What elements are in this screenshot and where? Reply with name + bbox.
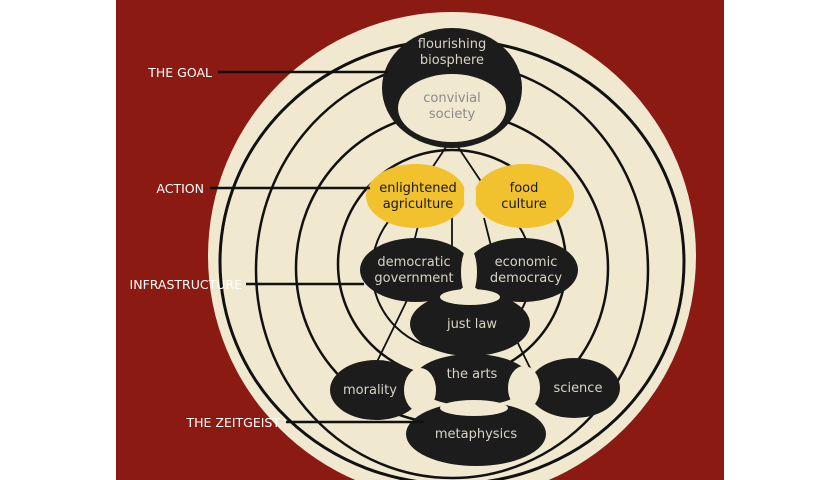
action-overlap xyxy=(464,170,476,222)
label-food-line1: food xyxy=(510,181,539,196)
zeitgeist-gap-bottom xyxy=(440,400,508,416)
label-flourishing-line2: biosphere xyxy=(420,53,484,68)
node-food-culture xyxy=(474,164,574,228)
just-law-overlap xyxy=(440,289,500,305)
label-just-law: just law xyxy=(446,317,497,332)
label-flourishing-line1: flourishing xyxy=(418,37,486,52)
label-food-line2: culture xyxy=(501,197,546,212)
label-morality: morality xyxy=(343,383,397,398)
label-agriculture-line1: enlightened xyxy=(379,181,457,196)
label-economic-line1: economic xyxy=(495,255,558,270)
level-label-zeitgeist: THE ZEITGEIST xyxy=(185,415,280,430)
label-democratic-line1: democratic xyxy=(377,255,450,270)
node-the-arts xyxy=(414,354,530,406)
node-just-law xyxy=(410,292,530,356)
label-convivial-line1: convivial xyxy=(423,91,481,106)
label-metaphysics: metaphysics xyxy=(435,427,517,442)
node-metaphysics xyxy=(406,402,546,466)
node-economic-democracy xyxy=(466,238,578,302)
label-science: science xyxy=(554,381,603,396)
level-label-goal: THE GOAL xyxy=(147,65,212,80)
level-label-infrastructure: INFRASTRUCTURE xyxy=(130,277,243,292)
label-the-arts: the arts xyxy=(447,367,498,382)
infra-overlap xyxy=(461,248,477,296)
zeitgeist-gap-right xyxy=(508,366,540,410)
node-science xyxy=(528,358,620,418)
node-convivial-society xyxy=(398,74,506,142)
label-convivial-line2: society xyxy=(429,107,476,122)
zeitgeist-gap-left xyxy=(404,368,436,412)
label-democratic-line2: government xyxy=(374,271,453,286)
node-democratic-government xyxy=(360,238,472,302)
level-label-action: ACTION xyxy=(156,181,204,196)
node-enlightened-agriculture xyxy=(366,164,466,228)
node-morality xyxy=(330,360,422,420)
level-pointers xyxy=(210,70,424,424)
label-agriculture-line2: agriculture xyxy=(383,197,454,212)
label-economic-line2: democracy xyxy=(490,271,562,286)
